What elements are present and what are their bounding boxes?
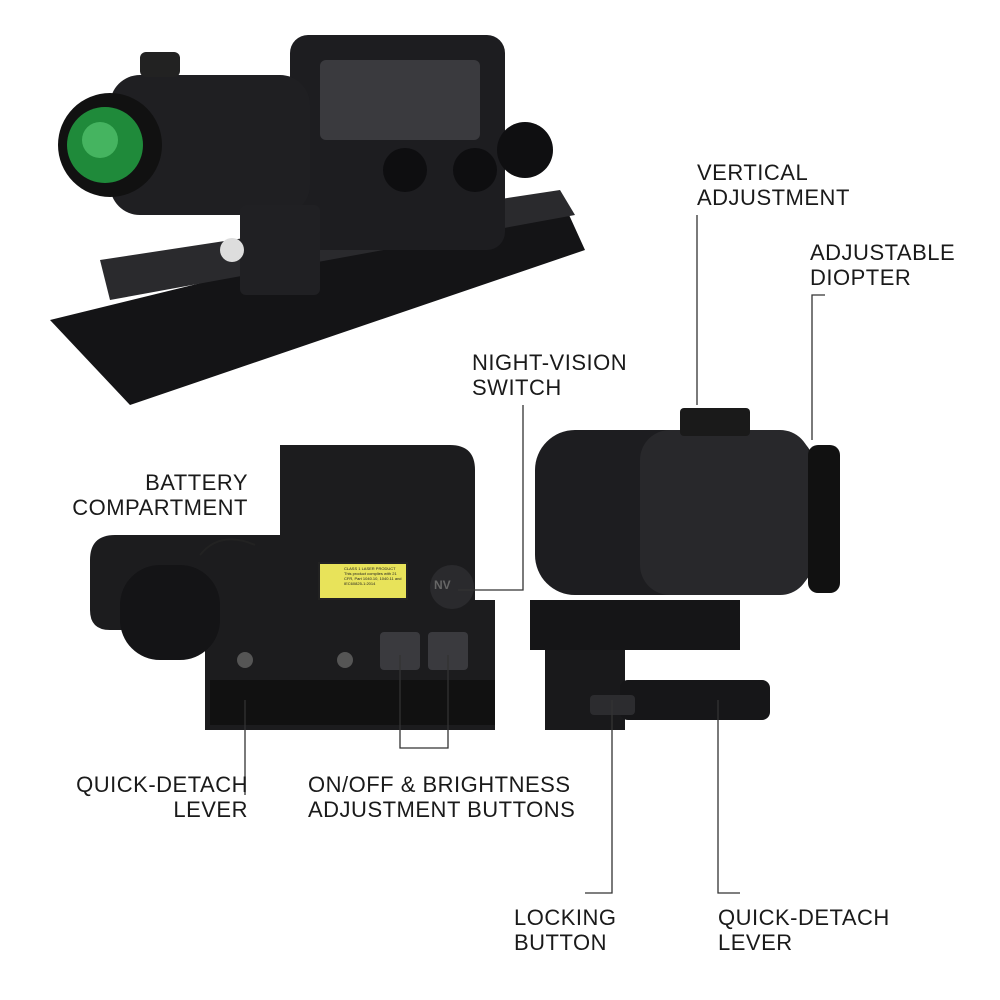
label-line: ADJUSTABLE	[810, 240, 956, 265]
label-quick-detach-lever-left: QUICK-DETACH LEVER	[76, 772, 248, 822]
label-locking-button: LOCKING BUTTON	[514, 905, 617, 955]
label-line: DIOPTER	[810, 265, 912, 290]
label-line: SWITCH	[472, 375, 562, 400]
label-line: LEVER	[173, 797, 248, 822]
label-line: LOCKING	[514, 905, 617, 930]
label-line: QUICK-DETACH	[76, 772, 248, 797]
leader-lines	[244, 215, 825, 894]
nv-button-marking: NV	[434, 578, 451, 592]
label-line: BUTTON	[514, 930, 608, 955]
label-line: VERTICAL	[697, 160, 809, 185]
magnifier-image	[530, 408, 840, 730]
label-line: COMPARTMENT	[72, 495, 248, 520]
label-buttons: ON/OFF & BRIGHTNESS ADJUSTMENT BUTTONS	[308, 772, 575, 822]
label-line: BATTERY	[145, 470, 248, 495]
label-line: ON/OFF & BRIGHTNESS	[308, 772, 571, 797]
label-line: QUICK-DETACH	[718, 905, 890, 930]
label-vertical-adjustment: VERTICAL ADJUSTMENT	[697, 160, 850, 210]
combo-sight-image	[50, 35, 585, 405]
label-adjustable-diopter: ADJUSTABLE DIOPTER	[810, 240, 955, 290]
label-quick-detach-lever-right: QUICK-DETACH LEVER	[718, 905, 890, 955]
label-line: NIGHT-VISION	[472, 350, 628, 375]
label-battery-compartment: BATTERY COMPARTMENT	[72, 470, 248, 520]
label-line: LEVER	[718, 930, 793, 955]
label-night-vision-switch: NIGHT-VISION SWITCH	[472, 350, 627, 400]
label-line: ADJUSTMENT	[697, 185, 850, 210]
holographic-sight-image	[90, 445, 495, 730]
laser-warning-label: CLASS 1 LASER PRODUCT This product compl…	[318, 562, 408, 600]
label-line: ADJUSTMENT BUTTONS	[308, 797, 576, 822]
